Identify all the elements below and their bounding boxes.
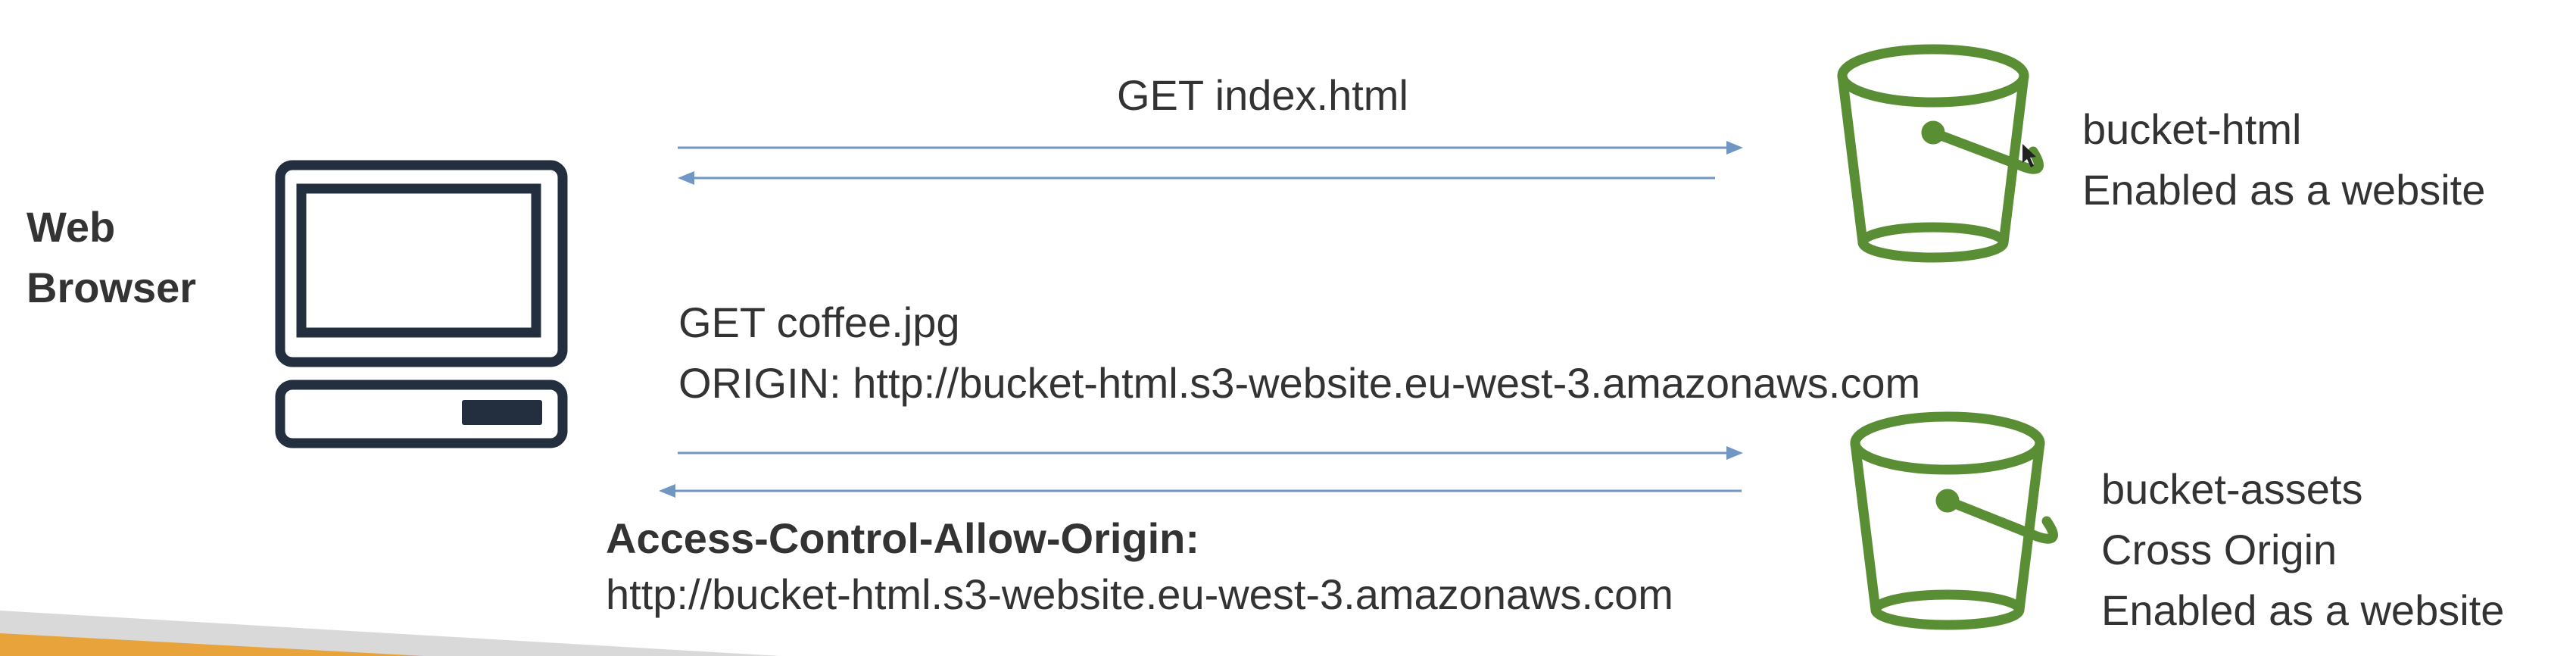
assets-response-arrow xyxy=(659,484,1742,498)
cursor-icon xyxy=(2022,144,2036,167)
computer-icon xyxy=(275,160,568,448)
response-cors-value: http://bucket-html.s3-website.eu-west-3.… xyxy=(606,570,1673,618)
bucket-html-status: Enabled as a website xyxy=(2082,166,2486,214)
index-response-arrow xyxy=(678,171,1715,185)
index-request-arrow xyxy=(678,141,1743,155)
bucket-html-name: bucket-html xyxy=(2082,105,2302,153)
footer-orange-band xyxy=(0,633,424,656)
browser-label-line2: Browser xyxy=(27,264,197,311)
browser-label-line1: Web xyxy=(27,203,116,251)
response-cors-header: Access-Control-Allow-Origin: xyxy=(606,514,1200,562)
assets-request-origin: ORIGIN: http://bucket-html.s3-website.eu… xyxy=(678,359,1921,407)
bucket-assets-cors: Cross Origin xyxy=(2101,526,2337,573)
bucket-assets-name: bucket-assets xyxy=(2101,465,2363,513)
assets-request-line1: GET coffee.jpg xyxy=(678,298,960,346)
bucket-assets-icon xyxy=(1850,411,2058,630)
index-request-label: GET index.html xyxy=(1117,71,1408,119)
assets-request-arrow xyxy=(678,446,1743,460)
bucket-html-icon xyxy=(1837,44,2044,263)
bucket-assets-status: Enabled as a website xyxy=(2101,586,2505,634)
